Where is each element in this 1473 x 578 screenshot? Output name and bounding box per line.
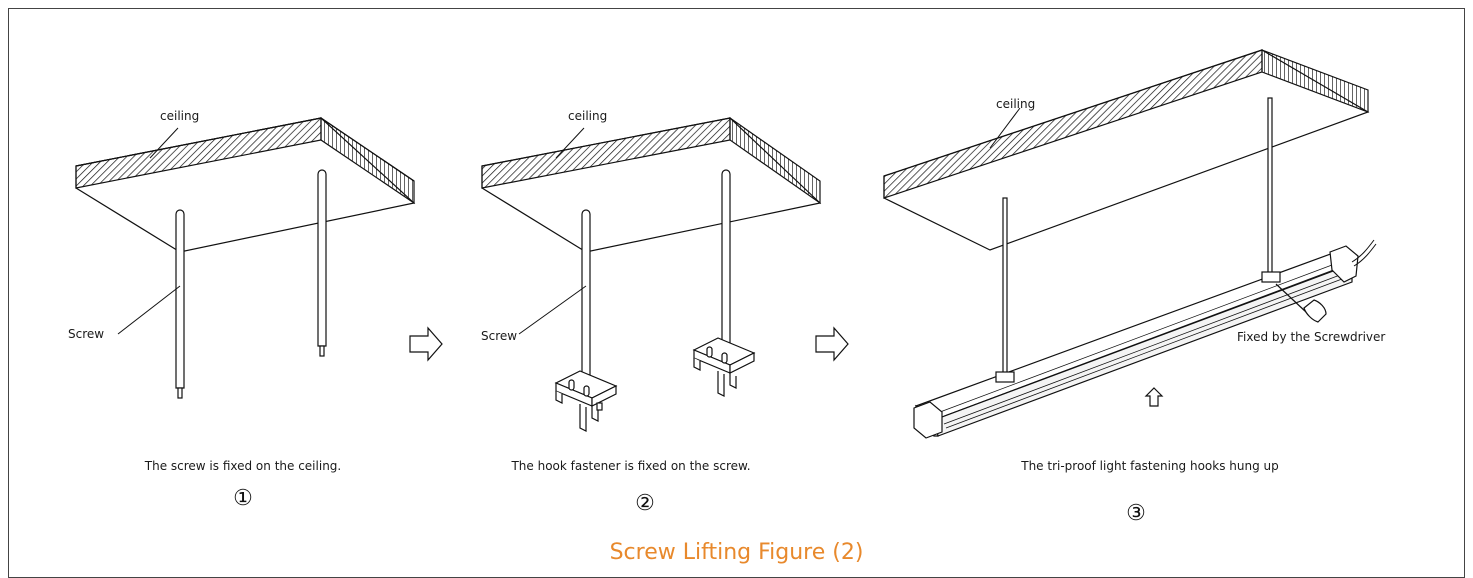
step-2-hook-fastener-right <box>692 337 756 397</box>
figure-title: Screw Lifting Figure (2) <box>609 540 864 565</box>
arrow-up-icon <box>1144 387 1164 407</box>
step-1-screw-right <box>317 169 327 357</box>
step-2-screw-right <box>721 169 731 359</box>
screwdriver-icon <box>1275 283 1327 323</box>
step-2-ceiling-label: ceiling <box>568 109 608 123</box>
step-1-ceiling-label: ceiling <box>160 109 200 123</box>
step-2-caption: The hook fastener is fixed on the screw. <box>511 459 751 473</box>
tri-proof-light <box>913 239 1377 439</box>
step-2-leader-lines <box>518 127 587 335</box>
step-3-screwdriver-label: Fixed by the Screwdriver <box>1237 330 1386 344</box>
step-1-number: ① <box>233 486 253 511</box>
step-3-ceiling <box>883 49 1370 251</box>
arrow-right-icon <box>815 326 849 362</box>
arrow-right-icon <box>409 326 443 362</box>
step-2-screw-left <box>581 209 591 393</box>
step-3-leader-lines <box>989 107 1021 149</box>
step-1-screw-label: Screw <box>68 327 105 341</box>
step-3-number: ③ <box>1126 501 1146 526</box>
step-1-leader-lines <box>117 127 181 335</box>
step-2-screw-label: Screw <box>481 329 518 343</box>
step-2-number: ② <box>635 491 655 516</box>
step-1-screw-left <box>175 209 185 399</box>
step-3-ceiling-label: ceiling <box>996 97 1036 111</box>
step-2-ceiling <box>481 116 822 253</box>
step-3-caption: The tri-proof light fastening hooks hung… <box>1021 459 1279 473</box>
step-2-hook-fastener-left <box>554 370 618 432</box>
step-1-ceiling <box>75 116 416 253</box>
step-1-caption: The screw is fixed on the ceiling. <box>144 459 342 473</box>
